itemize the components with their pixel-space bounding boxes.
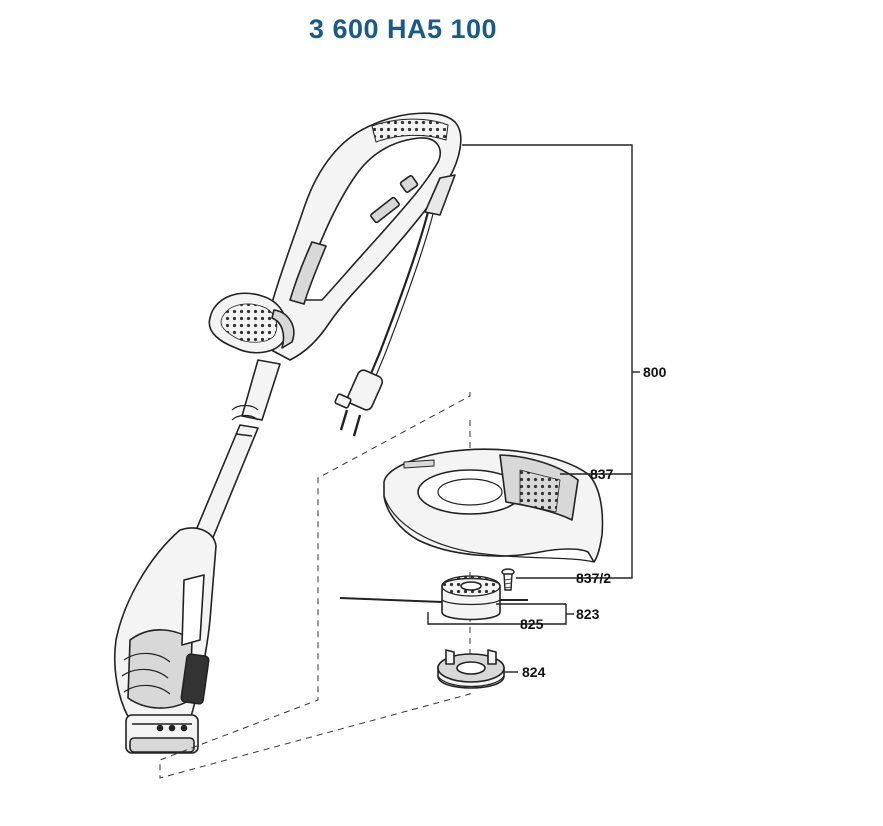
- trimmer-shaft: [193, 359, 281, 541]
- power-plug: [334, 369, 384, 437]
- line-spool: [339, 575, 528, 621]
- label-837-2: 837/2: [576, 570, 611, 586]
- auxiliary-handle: [208, 292, 295, 354]
- spool-cap: [437, 649, 505, 689]
- leader-lines: [427, 144, 640, 673]
- label-823: 823: [576, 606, 600, 622]
- trimmer-body: [113, 112, 462, 754]
- part-labels: 800 837 837/2 823 825 824: [520, 364, 667, 680]
- motor-housing: [113, 527, 217, 754]
- label-800: 800: [643, 364, 667, 380]
- bracket-800: [462, 144, 633, 579]
- guard-hood: [383, 448, 604, 563]
- label-824: 824: [522, 664, 546, 680]
- guard-screw: [501, 568, 515, 591]
- label-825: 825: [520, 616, 544, 632]
- diagram-title: 3 600 HA5 100: [308, 14, 498, 44]
- label-837: 837: [590, 466, 614, 482]
